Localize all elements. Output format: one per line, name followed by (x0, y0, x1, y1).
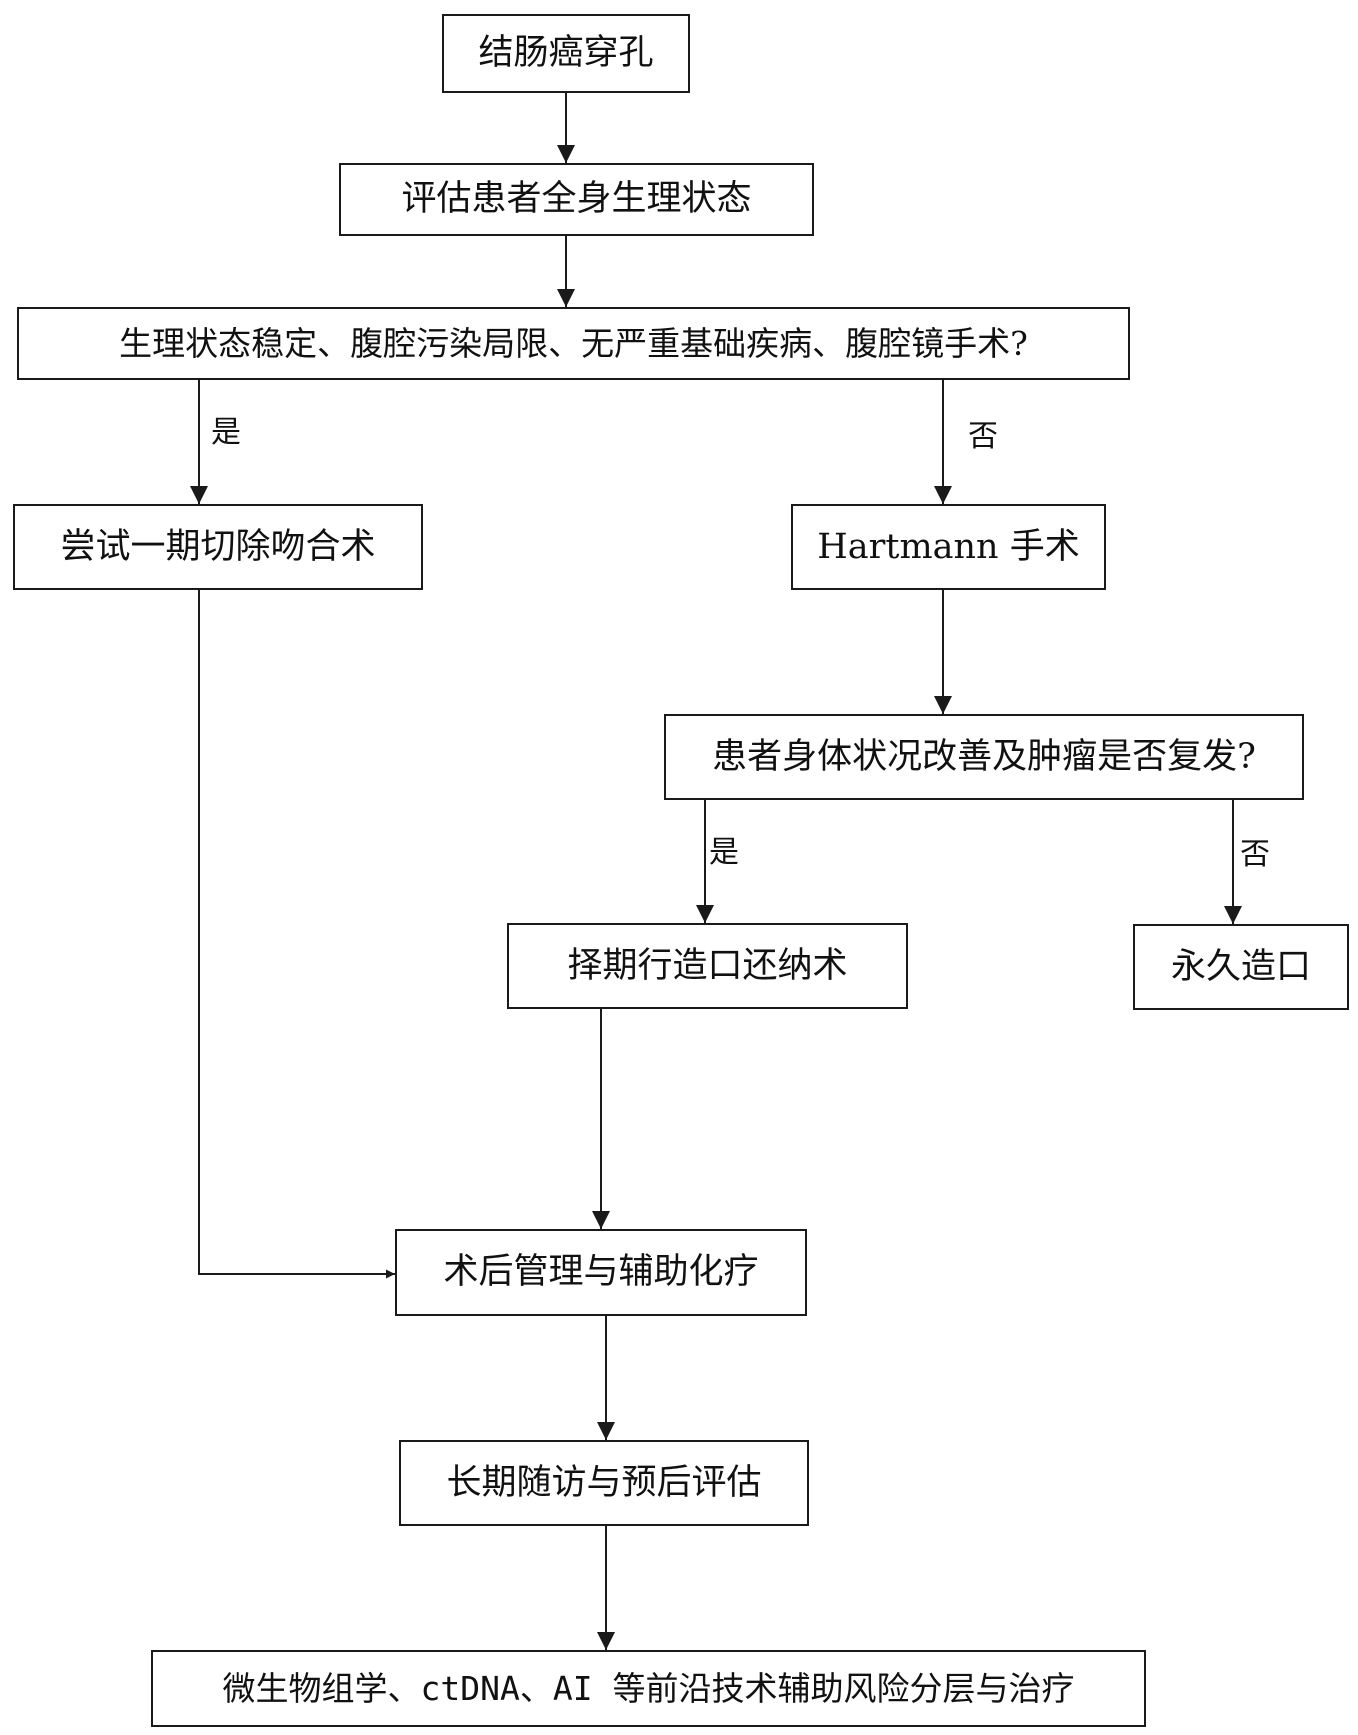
node-primary-anastomosis-label: 尝试一期切除吻合术 (60, 526, 376, 567)
edge-label-decision2-no: 否 (1240, 837, 1270, 872)
node-assess-label: 评估患者全身生理状态 (401, 179, 752, 219)
node-assess-physiology: 评估患者全身生理状态 (339, 163, 814, 236)
node-stoma-reversal: 择期行造口还纳术 (507, 923, 908, 1009)
edge-label-decision1-no: 否 (968, 419, 998, 454)
node-frontier-technologies: 微生物组学、ctDNA、AI 等前沿技术辅助风险分层与治疗 (151, 1650, 1146, 1727)
decision-surgery-criteria-label: 生理状态稳定、腹腔污染局限、无严重基础疾病、腹腔镜手术? (119, 324, 1028, 363)
node-perforation: 结肠癌穿孔 (442, 14, 690, 93)
node-hartmann-label: Hartmann 手术 (817, 526, 1080, 567)
node-stoma-reversal-label: 择期行造口还纳术 (567, 945, 848, 986)
node-postop-management: 术后管理与辅助化疗 (395, 1229, 807, 1316)
decision-recovery-recurrence: 患者身体状况改善及肿瘤是否复发? (664, 714, 1304, 800)
decision-recovery-recurrence-label: 患者身体状况改善及肿瘤是否复发? (712, 736, 1256, 777)
node-perforation-label: 结肠癌穿孔 (478, 33, 654, 73)
decision-surgery-criteria: 生理状态稳定、腹腔污染局限、无严重基础疾病、腹腔镜手术? (17, 307, 1130, 380)
node-permanent-stoma-label: 永久造口 (1170, 946, 1311, 987)
node-permanent-stoma: 永久造口 (1133, 924, 1349, 1010)
node-postop-management-label: 术后管理与辅助化疗 (443, 1252, 759, 1292)
edge-label-decision1-yes: 是 (211, 415, 241, 450)
node-long-term-followup-label: 长期随访与预后评估 (446, 1462, 762, 1503)
node-hartmann: Hartmann 手术 (791, 504, 1106, 590)
node-long-term-followup: 长期随访与预后评估 (399, 1440, 809, 1526)
edge-label-decision2-yes: 是 (709, 835, 739, 870)
node-frontier-technologies-label: 微生物组学、ctDNA、AI 等前沿技术辅助风险分层与治疗 (222, 1669, 1075, 1708)
node-primary-anastomosis: 尝试一期切除吻合术 (13, 504, 423, 590)
arrow-primary-to-postop (198, 590, 395, 1279)
